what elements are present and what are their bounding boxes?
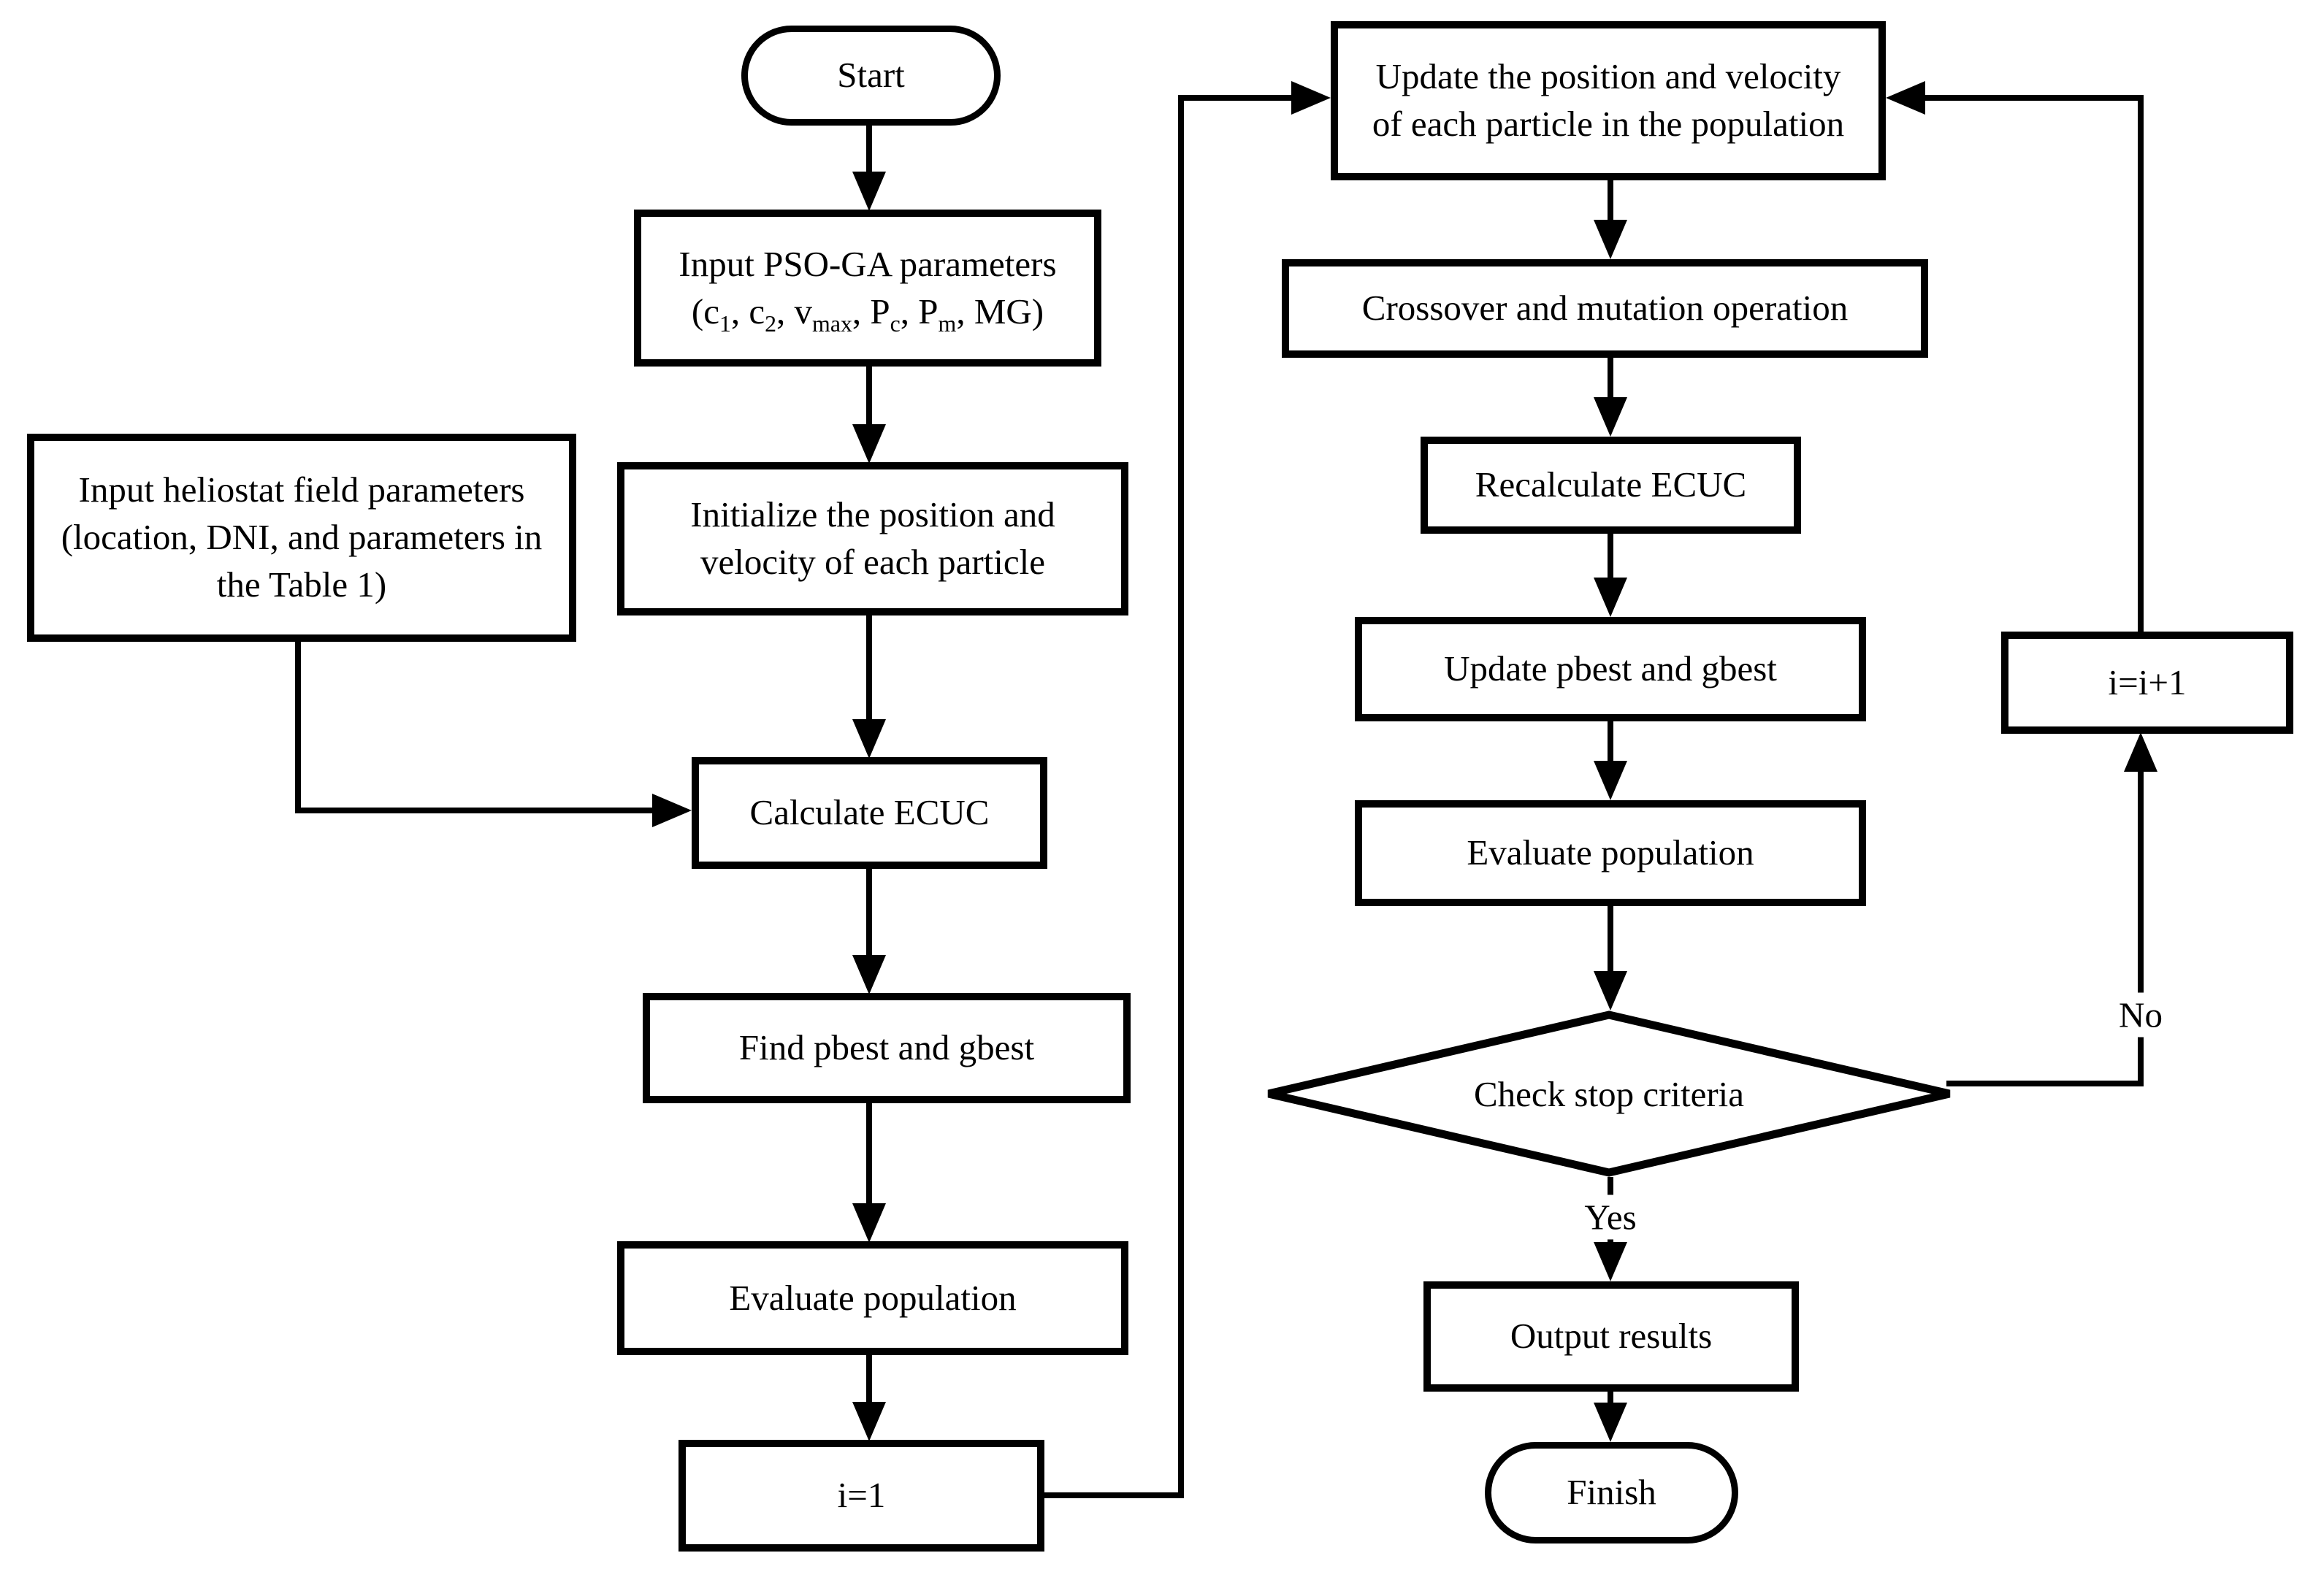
arrowhead-input-pso-to-initialize xyxy=(852,424,886,464)
node-evaluate-population-2: Evaluate population xyxy=(1355,800,1866,906)
node-update-pbest-gbest-label: Update pbest and gbest xyxy=(1444,648,1777,689)
arrowhead-no-to-iter-increment xyxy=(2124,732,2157,772)
node-crossover-mutation: Crossover and mutation operation xyxy=(1282,259,1928,358)
node-evaluate-population-1: Evaluate population xyxy=(617,1241,1128,1355)
node-initialize-particles: Initialize the position and velocity of … xyxy=(617,462,1128,615)
node-calculate-ecuc: Calculate ECUC xyxy=(692,757,1047,869)
node-find-pbest-gbest: Find pbest and gbest xyxy=(643,993,1131,1103)
edge-iter-increment-to-update xyxy=(1922,95,2144,101)
node-output-results-label: Output results xyxy=(1510,1316,1713,1357)
node-evaluate-population-2-label: Evaluate population xyxy=(1467,832,1754,873)
node-input-heliostat-label: Input heliostat field parameters (locati… xyxy=(61,469,543,605)
arrowhead-crossover-to-recalculate xyxy=(1594,397,1627,437)
edge-start-to-input-pso xyxy=(866,124,872,173)
node-update-particles-label: Update the position and velocity of each… xyxy=(1372,56,1845,144)
node-input-pso-parameters: Input PSO-GA parameters (c1, c2, vmax, P… xyxy=(634,210,1101,367)
arrowhead-recalculate-to-updatebest xyxy=(1594,578,1627,617)
decision-diamond-shape xyxy=(1267,1010,1951,1177)
edge-find-to-evaluate1 xyxy=(866,1103,872,1205)
node-initialize-label: Initialize the position and velocity of … xyxy=(690,494,1055,582)
node-recalculate-ecuc-label: Recalculate ECUC xyxy=(1475,464,1747,505)
node-calculate-ecuc-label: Calculate ECUC xyxy=(749,792,990,833)
edge-evaluate1-to-iter-init xyxy=(866,1355,872,1403)
edge-calculate-to-find xyxy=(866,869,872,958)
node-iteration-increment-label: i=i+1 xyxy=(2108,661,2187,702)
edge-checkstop-no-horizontal xyxy=(1946,1081,2144,1086)
edge-checkstop-no-riser xyxy=(2138,770,2144,1086)
node-evaluate-population-1-label: Evaluate population xyxy=(729,1277,1017,1318)
node-crossover-mutation-label: Crossover and mutation operation xyxy=(1361,288,1849,329)
edge-iter-init-out xyxy=(1044,1492,1184,1498)
arrowhead-calculate-to-find xyxy=(852,955,886,994)
edge-iter-init-to-update xyxy=(1178,95,1294,101)
node-iteration-increment: i=i+1 xyxy=(2001,632,2293,734)
arrowhead-output-to-finish xyxy=(1594,1403,1627,1442)
arrowhead-heliostat-to-calculate xyxy=(652,794,692,827)
edge-iter-init-riser xyxy=(1178,95,1184,1498)
arrowhead-evaluate2-to-checkstop xyxy=(1594,971,1627,1010)
arrowhead-initialize-to-calculate xyxy=(852,719,886,759)
arrowhead-evaluate1-to-iter-init xyxy=(852,1402,886,1441)
arrowhead-update-to-crossover xyxy=(1594,220,1627,259)
node-finish: Finish xyxy=(1485,1442,1738,1543)
edge-output-to-finish xyxy=(1608,1392,1613,1408)
node-update-particles: Update the position and velocity of each… xyxy=(1331,21,1886,180)
node-output-results: Output results xyxy=(1423,1281,1799,1392)
node-recalculate-ecuc: Recalculate ECUC xyxy=(1421,437,1801,534)
node-iteration-init: i=1 xyxy=(679,1440,1044,1552)
edge-iter-increment-riser xyxy=(2138,95,2144,634)
arrowhead-find-to-evaluate1 xyxy=(852,1203,886,1243)
node-start: Start xyxy=(741,26,1001,126)
edge-update-to-crossover xyxy=(1608,180,1613,223)
node-update-pbest-gbest: Update pbest and gbest xyxy=(1355,617,1866,721)
arrowhead-checkstop-to-output xyxy=(1594,1242,1627,1281)
edge-updatebest-to-evaluate2 xyxy=(1608,721,1613,764)
edge-evaluate2-to-checkstop xyxy=(1608,906,1613,974)
edge-heliostat-drop xyxy=(295,640,301,813)
arrowhead-iter-init-to-update xyxy=(1291,81,1331,115)
arrowhead-updatebest-to-evaluate2 xyxy=(1594,761,1627,800)
node-finish-label: Finish xyxy=(1567,1472,1656,1513)
arrowhead-start-to-input-pso xyxy=(852,172,886,211)
arrowhead-iter-increment-to-update xyxy=(1886,81,1925,115)
node-start-label: Start xyxy=(837,55,905,96)
node-input-pso-line1: Input PSO-GA parameters xyxy=(679,243,1057,284)
edge-input-pso-to-initialize xyxy=(866,365,872,427)
edge-crossover-to-recalculate xyxy=(1608,358,1613,400)
edge-initialize-to-calculate xyxy=(866,614,872,721)
edge-label-yes: Yes xyxy=(1575,1194,1645,1240)
node-check-stop-criteria: Check stop criteria xyxy=(1264,1010,1954,1177)
node-input-pso-params: (c1, c2, vmax, Pc, Pm, MG) xyxy=(691,291,1044,337)
edge-heliostat-to-calculate xyxy=(295,808,655,813)
node-input-heliostat-parameters: Input heliostat field parameters (locati… xyxy=(27,434,576,642)
node-iteration-init-label: i=1 xyxy=(837,1475,886,1516)
edge-recalculate-to-updatebest xyxy=(1608,534,1613,580)
node-find-pbest-gbest-label: Find pbest and gbest xyxy=(738,1027,1035,1068)
node-check-stop-criteria-label: Check stop criteria xyxy=(1473,1073,1745,1114)
edge-label-no: No xyxy=(2110,992,2171,1038)
